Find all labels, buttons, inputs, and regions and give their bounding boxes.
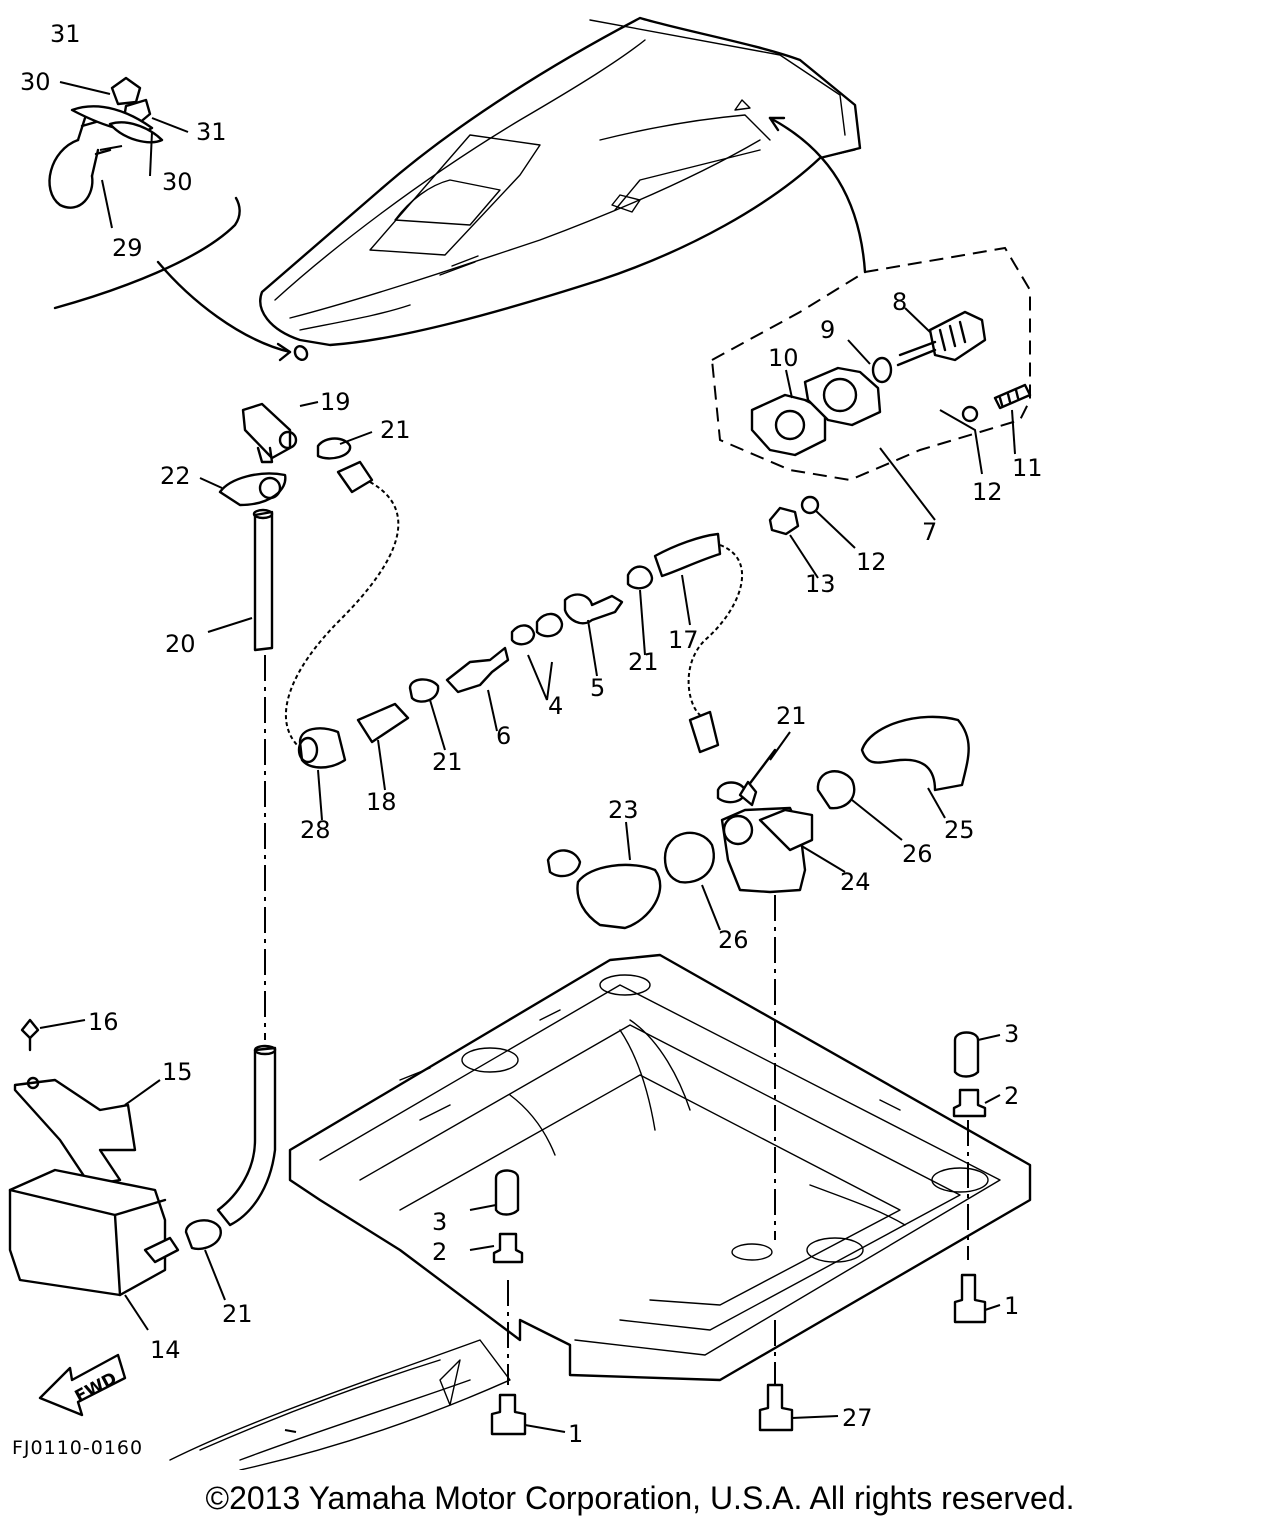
hose-route-17 bbox=[687, 544, 744, 716]
callout-9: 9 bbox=[820, 316, 835, 344]
callout-21-top: 21 bbox=[380, 416, 411, 444]
callout-14: 14 bbox=[150, 1336, 181, 1364]
callout-31-upper: 31 bbox=[50, 20, 81, 48]
breather-fitting bbox=[218, 402, 298, 652]
callout-8: 8 bbox=[892, 288, 907, 316]
callout-2-right: 2 bbox=[1004, 1082, 1019, 1110]
callout-22: 22 bbox=[160, 462, 191, 490]
drain-plug-parts bbox=[750, 310, 1032, 536]
callout-21-bottom: 21 bbox=[222, 1300, 253, 1328]
hose-clamps-and-fittings bbox=[297, 437, 777, 804]
callout-18: 18 bbox=[366, 788, 397, 816]
hose-route-18 bbox=[284, 481, 400, 749]
callout-26-right: 26 bbox=[902, 840, 933, 868]
callout-23: 23 bbox=[608, 796, 639, 824]
fasteners bbox=[490, 1031, 987, 1436]
callout-11: 11 bbox=[1012, 454, 1043, 482]
inset-frame-drain bbox=[710, 246, 1031, 482]
callout-21-water-box: 21 bbox=[776, 702, 807, 730]
callout-15: 15 bbox=[162, 1058, 193, 1086]
callout-27: 27 bbox=[842, 1404, 873, 1432]
forward-direction-arrow: FWD bbox=[38, 1353, 127, 1417]
inset-frame-bow-eye bbox=[53, 196, 241, 310]
parts-diagram: FWD bbox=[8, 16, 1043, 1470]
callout-13: 13 bbox=[805, 570, 836, 598]
leader-arrow-drain bbox=[768, 116, 867, 274]
callout-7: 7 bbox=[922, 518, 937, 546]
callout-leaders bbox=[39, 81, 1016, 1433]
callout-28: 28 bbox=[300, 816, 331, 844]
callout-1-left: 1 bbox=[568, 1420, 583, 1448]
callout-10: 10 bbox=[768, 344, 799, 372]
callout-30-lower: 30 bbox=[162, 168, 193, 196]
callout-21-mid-left: 21 bbox=[432, 748, 463, 776]
hose-lower-20 bbox=[216, 1046, 277, 1227]
hull-illustration bbox=[259, 16, 862, 347]
callout-25: 25 bbox=[944, 816, 975, 844]
callout-2-left: 2 bbox=[432, 1238, 447, 1266]
diagram-code: FJ0110-0160 bbox=[12, 1437, 143, 1459]
callout-17: 17 bbox=[668, 626, 699, 654]
callout-3-right: 3 bbox=[1004, 1020, 1019, 1048]
callout-30-upper: 30 bbox=[20, 68, 51, 96]
callout-31-lower: 31 bbox=[196, 118, 227, 146]
storage-tank-assembly bbox=[8, 1018, 222, 1297]
callout-3-left: 3 bbox=[432, 1208, 447, 1236]
callout-4: 4 bbox=[548, 692, 563, 720]
callout-12-upper: 12 bbox=[972, 478, 1003, 506]
deck-frame-illustration bbox=[169, 953, 1032, 1470]
callout-29: 29 bbox=[112, 234, 143, 262]
callout-26-left: 26 bbox=[718, 926, 749, 954]
callout-12-lower: 12 bbox=[856, 548, 887, 576]
callout-19: 19 bbox=[320, 388, 351, 416]
bow-eye-parts bbox=[48, 76, 164, 209]
callout-21-mid-right: 21 bbox=[628, 648, 659, 676]
leader-arrow-bow-eye bbox=[156, 260, 292, 354]
callout-16: 16 bbox=[88, 1008, 119, 1036]
callout-6: 6 bbox=[496, 722, 511, 750]
copyright-notice: ©2013 Yamaha Motor Corporation, U.S.A. A… bbox=[205, 1480, 1075, 1516]
callout-1-right: 1 bbox=[1004, 1292, 1019, 1320]
callout-5: 5 bbox=[590, 674, 605, 702]
callout-20: 20 bbox=[165, 630, 196, 658]
water-box-assembly bbox=[546, 715, 970, 930]
callout-labels: 31 30 31 30 29 19 21 22 20 8 9 10 11 12 … bbox=[12, 20, 1043, 1459]
callout-24: 24 bbox=[840, 868, 871, 896]
